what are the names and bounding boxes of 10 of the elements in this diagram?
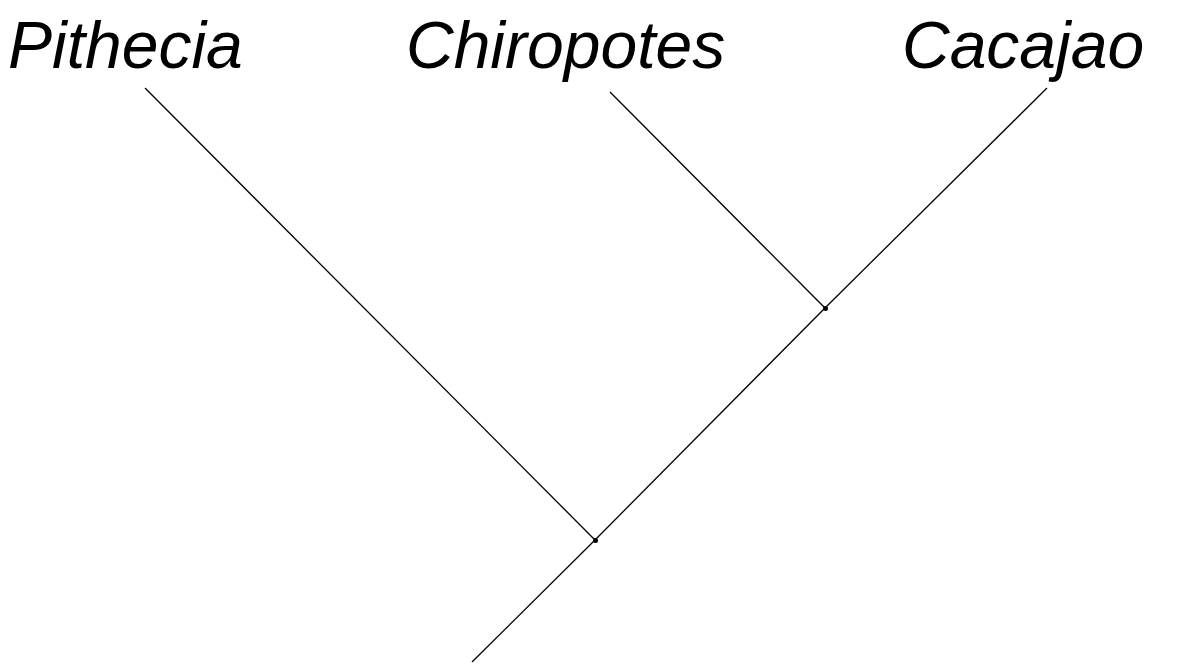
tree-branch xyxy=(594,307,826,541)
tree-branch xyxy=(824,87,1048,309)
taxon-label: Pithecia xyxy=(8,8,243,82)
tree-branch xyxy=(609,91,826,309)
branch-point xyxy=(592,537,598,543)
taxon-label: Chiropotes xyxy=(406,8,726,82)
taxon-label: Cacajao xyxy=(902,8,1145,82)
branch-point xyxy=(822,305,828,311)
tree-branch xyxy=(144,87,596,541)
tree-branch xyxy=(471,539,596,663)
